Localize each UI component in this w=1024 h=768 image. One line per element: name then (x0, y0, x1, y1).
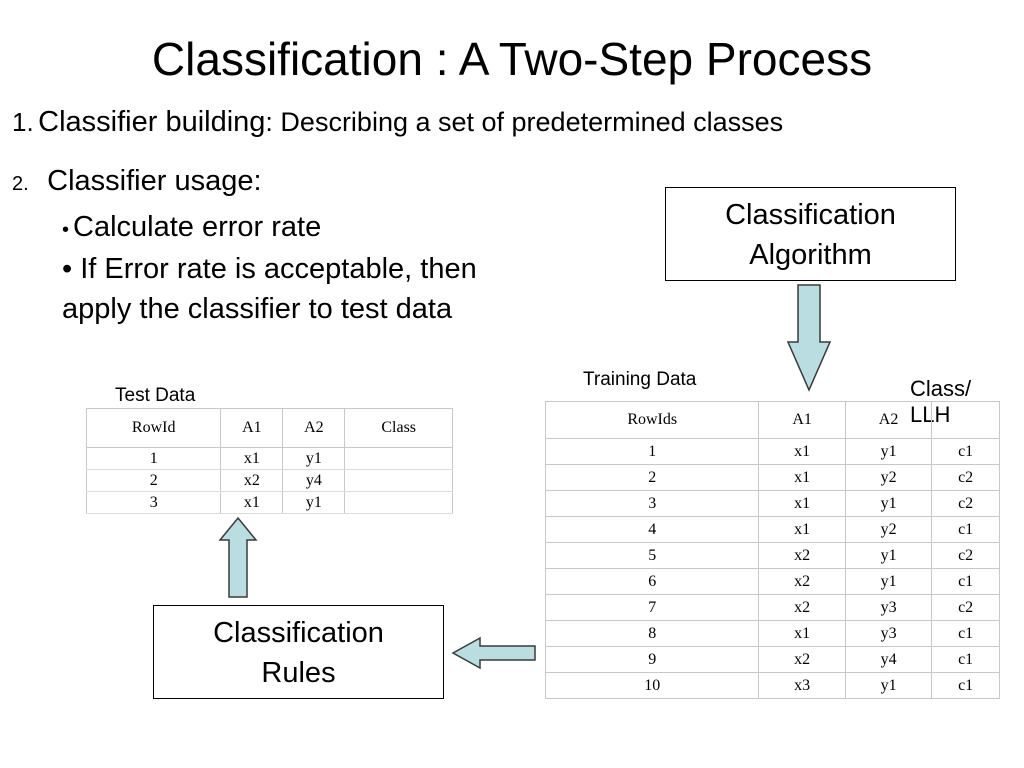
test-data-table: RowId A1 A2 Class 1 x1 y1 2 x2 y4 3 x1 y… (85, 408, 453, 514)
classification-algorithm-box: Classification Algorithm (665, 187, 956, 281)
table-cell: y1 (282, 491, 346, 514)
table-cell: c2 (931, 464, 1000, 491)
table-cell: y1 (844, 672, 933, 699)
table-cell: x2 (758, 594, 846, 621)
rules-line-2: Rules (261, 657, 336, 689)
table-cell (344, 491, 453, 514)
table-header-row: RowId A1 A2 Class (85, 408, 453, 448)
arrow-left-icon (451, 636, 536, 670)
arrow-down-icon (786, 284, 832, 392)
slide-title: Classification : A Two-Step Process (151, 33, 873, 85)
table-cell: x3 (758, 672, 846, 699)
bullet-dot-icon: • (62, 219, 70, 241)
table-cell: y4 (844, 646, 933, 673)
table-cell: x2 (758, 646, 846, 673)
class-llh-line-1: Class/ (910, 376, 972, 401)
training-data-label: Training Data (583, 369, 697, 390)
test-data-label: Test Data (115, 385, 196, 406)
algorithm-line-2: Algorithm (749, 239, 872, 271)
table-cell: y1 (844, 542, 933, 569)
table-cell: x2 (758, 568, 846, 595)
table-cell: c2 (931, 490, 1000, 517)
table-cell: x1 (220, 491, 284, 514)
header-cell: Class (344, 408, 453, 448)
classification-rules-box: Classification Rules (153, 605, 444, 699)
table-cell: c1 (931, 646, 1000, 673)
table-cell: c1 (931, 568, 1000, 595)
bullet-error-acceptable: • If Error rate is acceptable, then (62, 253, 477, 285)
algorithm-line-1: Classification (725, 199, 896, 231)
step-1-heading: Classifier building (38, 106, 266, 138)
table-cell: 3 (85, 491, 222, 514)
header-cell: RowIds (544, 401, 760, 439)
table-cell: x2 (758, 542, 846, 569)
bullet-text: Calculate error rate (73, 211, 322, 243)
table-row: 1 x1 y1 (85, 447, 453, 470)
rules-line-1: Classification (213, 617, 384, 649)
table-cell: c1 (931, 516, 1000, 543)
bullet-calculate-error: •Calculate error rate (62, 211, 321, 244)
step-1-number: 1. (12, 107, 34, 137)
header-cell: RowId (85, 408, 222, 448)
step-1: 1. Classifier building: Describing a set… (12, 106, 783, 139)
table-cell: 5 (544, 542, 760, 569)
step-2: 2. Classifier usage: (12, 165, 262, 198)
table-cell: y1 (844, 438, 933, 465)
step-2-number: 2. (12, 173, 29, 195)
arrow-up-icon (218, 516, 258, 598)
table-cell: c1 (931, 672, 1000, 699)
table-row: 3 x1 y1 (85, 491, 453, 514)
table-cell: 3 (544, 490, 760, 517)
table-cell: c2 (931, 594, 1000, 621)
table-cell: 2 (544, 464, 760, 491)
bullet-apply-classifier: apply the classifier to test data (62, 293, 453, 325)
table-cell: c1 (931, 620, 1000, 647)
step-2-heading: Classifier usage: (47, 165, 262, 197)
table-cell: y2 (844, 516, 933, 543)
step-1-description: : Describing a set of predetermined clas… (265, 107, 784, 137)
header-cell: A2 (282, 408, 346, 448)
header-cell (931, 401, 1000, 439)
table-cell: x1 (758, 438, 846, 465)
